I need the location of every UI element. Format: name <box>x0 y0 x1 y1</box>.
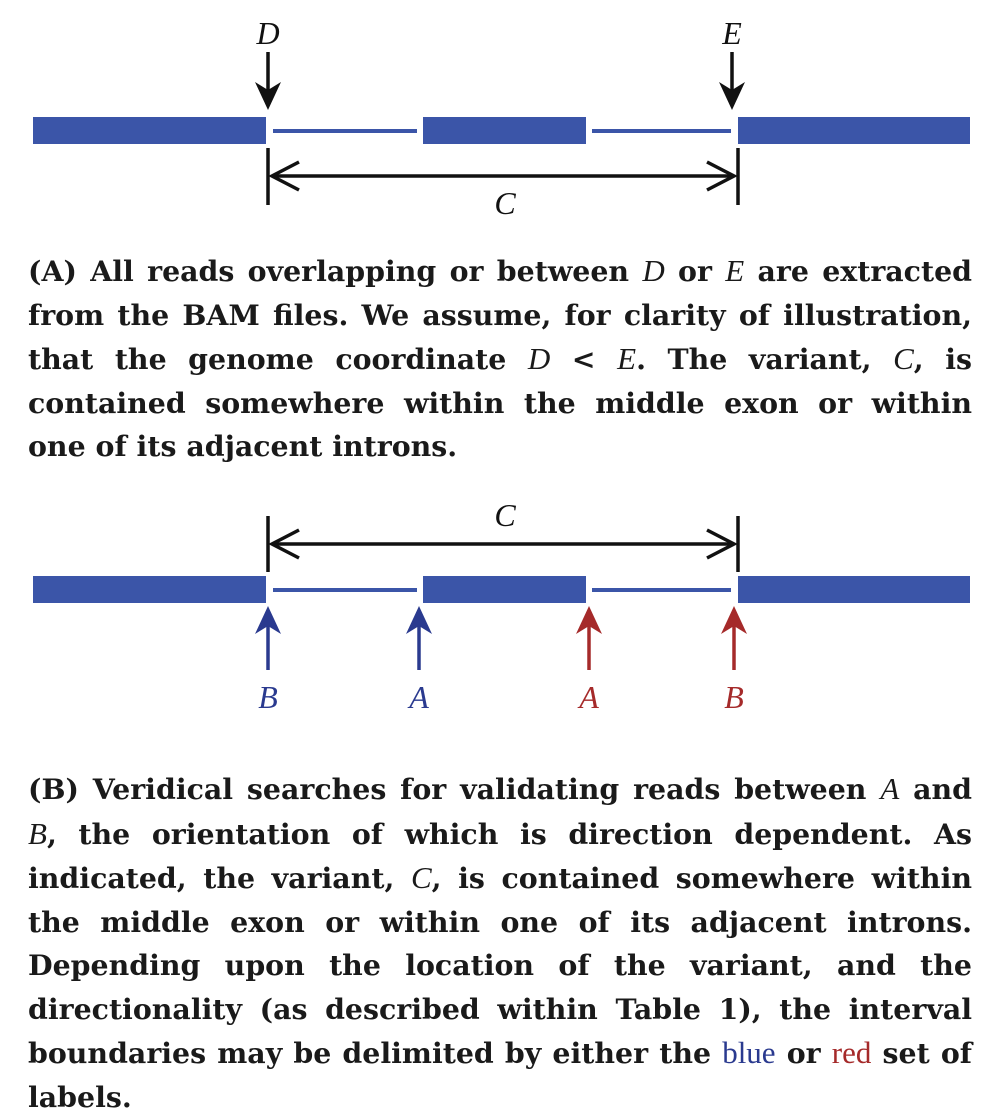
label-b-right: B <box>724 679 744 715</box>
caption-b-text-1: Veridical searches for validating reads … <box>78 772 881 806</box>
span-head-left <box>268 160 300 192</box>
span-head-right <box>706 160 738 192</box>
caption-a-text-4: < <box>550 342 618 376</box>
caption-b-tag-close: ) <box>65 772 79 806</box>
exon-middle <box>423 117 586 144</box>
label-b-left: B <box>258 679 278 715</box>
caption-b-text-3: , the orientation of which is direction … <box>28 816 972 896</box>
caption-b-red-word: red <box>831 1035 872 1070</box>
caption-b-tag: B <box>41 772 66 806</box>
arrow-b-left-head <box>255 606 281 634</box>
span-head-left <box>268 528 300 560</box>
caption-a-text-5: . The variant, <box>636 342 894 376</box>
span-head-right <box>706 528 738 560</box>
caption-b-text-5: or <box>775 1036 832 1070</box>
caption-a-var-e2: E <box>617 341 637 376</box>
caption-a-tag: A <box>41 254 64 288</box>
arrow-d-head <box>255 82 281 110</box>
label-c: C <box>494 497 516 533</box>
caption-a-text-6: , is contained somewhere within the midd… <box>28 342 972 463</box>
arrow-e-head <box>719 82 745 110</box>
label-a-right: A <box>577 679 599 715</box>
caption-b-tag-open: ( <box>28 772 42 806</box>
caption-a-var-c: C <box>893 341 914 376</box>
diagram-b: C B A A B <box>33 497 970 715</box>
label-e: E <box>721 15 742 51</box>
arrow-a-right-head <box>576 606 602 634</box>
caption-a-var-d2: D <box>527 341 551 376</box>
caption-b-text-4: , is contained somewhere within the midd… <box>28 861 972 1070</box>
caption-a-text-1: All reads overlapping or between <box>76 254 643 288</box>
caption-b-var-a: A <box>880 771 900 806</box>
caption-b-text-2: and <box>899 772 972 806</box>
exon-middle <box>423 576 586 603</box>
label-a-left: A <box>407 679 429 715</box>
caption-a-tag-open: ( <box>28 254 42 288</box>
caption-a-tag-close: ) <box>63 254 77 288</box>
caption-b-var-c: C <box>410 860 432 895</box>
caption-b: (B) Veridical searches for validating re… <box>28 767 972 1119</box>
exon-left <box>33 117 266 144</box>
caption-a-var-d: D <box>642 253 665 288</box>
exon-left <box>33 576 266 603</box>
arrow-b-right-head <box>721 606 747 634</box>
caption-b-var-b: B <box>28 815 47 851</box>
caption-a: (A) All reads overlapping or between D o… <box>28 249 972 469</box>
exon-right <box>738 576 970 603</box>
exon-right <box>738 117 970 144</box>
diagram-a: D E C <box>33 15 970 221</box>
label-c: C <box>494 185 516 221</box>
caption-a-text-3: are extracted from the BAM files. We ass… <box>28 254 972 376</box>
caption-a-text-2: or <box>664 254 726 288</box>
caption-b-blue-word: blue <box>722 1035 776 1070</box>
arrow-a-left-head <box>406 606 432 634</box>
caption-a-var-e: E <box>725 253 745 288</box>
label-d: D <box>255 15 279 51</box>
